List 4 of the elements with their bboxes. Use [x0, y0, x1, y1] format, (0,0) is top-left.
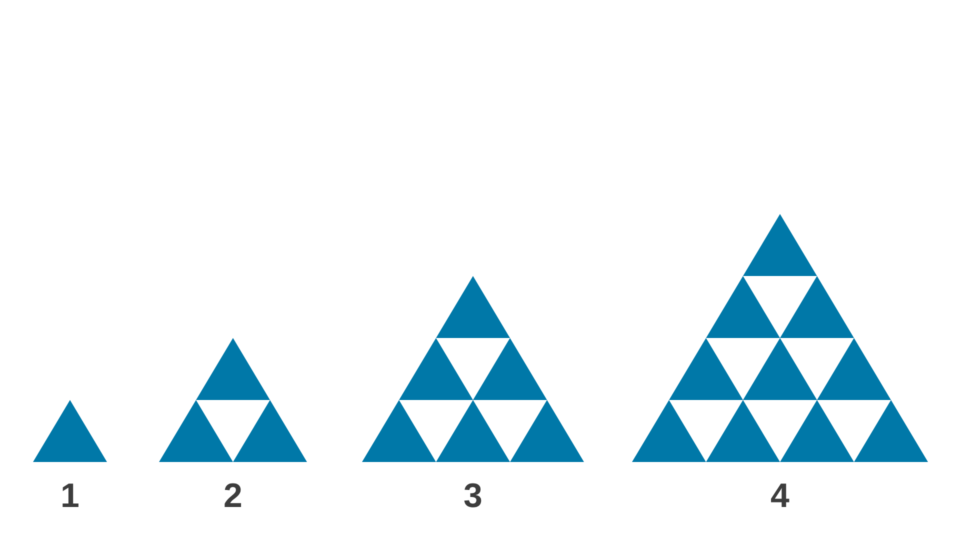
figure-number: 3: [462, 479, 484, 513]
figure-number: 1: [60, 479, 80, 513]
figure-number: 2: [222, 479, 244, 513]
figure-number: 4: [770, 479, 790, 513]
